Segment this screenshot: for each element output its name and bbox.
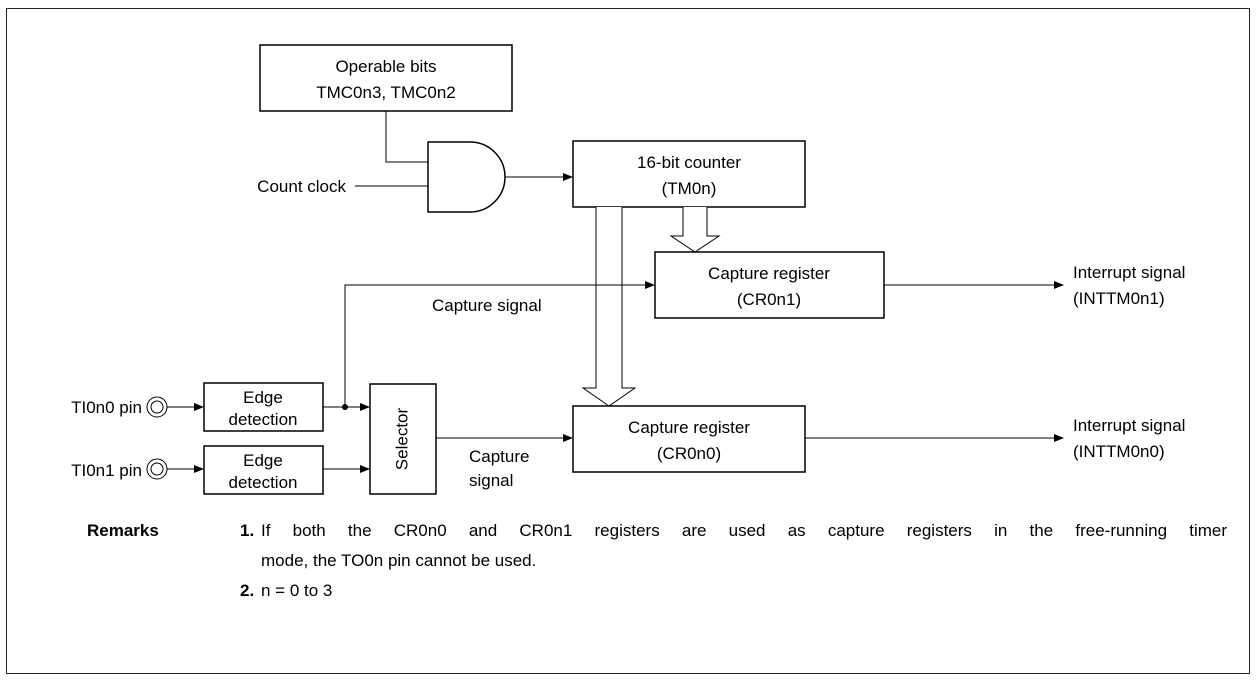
pin-ti0n0-terminal-icon <box>146 396 168 418</box>
interrupt-inttm0n1-label-1: Interrupt signal <box>1073 263 1185 282</box>
pin-ti0n0-label: TI0n0 pin <box>71 398 142 417</box>
counter-label-2: (TM0n) <box>662 179 717 198</box>
capture-signal-upper-label: Capture signal <box>432 296 542 315</box>
capture-signal-lower-label-1: Capture <box>469 447 529 466</box>
capture-signal-lower-label-2: signal <box>469 471 513 490</box>
pin-ti0n1-label: TI0n1 pin <box>71 461 142 480</box>
operable-bits-label-2: TMC0n3, TMC0n2 <box>316 83 456 102</box>
counter-to-cr0n1-bus-arrow <box>669 207 721 253</box>
capture-register-cr0n0-block: Capture register (CR0n0) <box>572 405 806 473</box>
cr0n0-label-2: (CR0n0) <box>657 444 721 463</box>
interrupt-inttm0n0-label-2: (INTTM0n0) <box>1073 442 1165 461</box>
edge-detection-1-label-1: Edge <box>243 388 283 407</box>
operable-bits-label-1: Operable bits <box>335 57 436 76</box>
counter-block: 16-bit counter (TM0n) <box>572 140 806 208</box>
counter-to-cr0n0-bus-arrow <box>581 207 637 407</box>
edge-detection-1-block: Edge detection <box>203 382 324 432</box>
cr0n1-label-2: (CR0n1) <box>737 290 801 309</box>
operable-to-gate-line <box>385 111 428 163</box>
and-gate <box>427 141 506 213</box>
edge-detection-2-label-2: detection <box>229 473 298 492</box>
junction-dot <box>342 404 348 410</box>
count-clock-label: Count clock <box>257 177 346 196</box>
cr0n0-label-1: Capture register <box>628 418 750 437</box>
remark-1-text-line1: If both the CR0n0 and CR0n1 registers ar… <box>261 521 1227 540</box>
pin-ti0n1-terminal-icon <box>146 458 168 480</box>
remark-2-number: 2. <box>240 581 255 600</box>
selector-block: Selector <box>369 383 437 495</box>
counter-label-1: 16-bit counter <box>637 153 741 172</box>
edge-detection-1-label-2: detection <box>229 410 298 429</box>
capture-signal-upper-line <box>344 281 655 407</box>
interrupt-inttm0n1-label-2: (INTTM0n1) <box>1073 289 1165 308</box>
remarks-heading: Remarks <box>87 521 159 540</box>
diagram-frame <box>6 8 1250 674</box>
edge-detection-2-block: Edge detection <box>203 445 324 495</box>
remark-1-text-line2: mode, the TO0n pin cannot be used. <box>261 551 537 570</box>
interrupt-inttm0n0-label-1: Interrupt signal <box>1073 416 1185 435</box>
cr0n1-label-1: Capture register <box>708 264 830 283</box>
capture-register-cr0n1-block: Capture register (CR0n1) <box>654 251 885 319</box>
selector-label: Selector <box>392 407 411 470</box>
remark-1-number: 1. <box>240 521 255 540</box>
edge-detection-2-label-1: Edge <box>243 451 283 470</box>
remarks-section: Remarks 1. If both the CR0n0 and CR0n1 r… <box>87 516 1227 606</box>
remark-2-text: n = 0 to 3 <box>261 581 333 600</box>
operable-bits-block: Operable bits TMC0n3, TMC0n2 <box>259 44 513 112</box>
